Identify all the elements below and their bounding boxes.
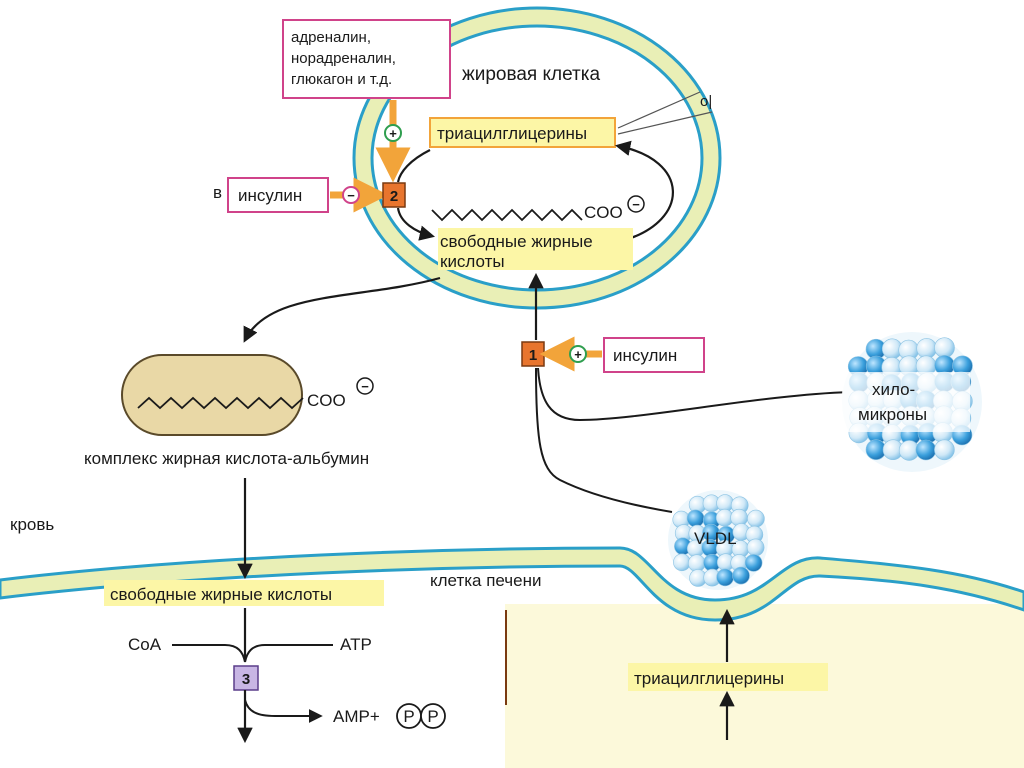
chylo-label-line2: микроны [858,405,927,424]
ffa-release-arrow [243,276,441,343]
lipoprotein-bead [747,509,765,528]
pointer-lines [617,91,713,135]
fat-cell-label: жировая клетка [462,64,600,85]
ffa-top-line1: свободные жирные [440,232,593,251]
enzyme-2-number: 2 [390,188,398,205]
amp-output-arrow [244,699,323,723]
plus-sign-insulin-text: + [574,347,582,362]
hormone-adrenaline: адреналин, [291,29,371,46]
lipoprotein-bead [716,568,734,587]
insulin-left-box [227,177,329,213]
chylomicron-to-enzyme1-line [537,367,851,422]
esterification-arrow [614,140,674,242]
lipolysis-arrow [396,149,431,183]
lipoprotein-bead [686,509,705,528]
blood-label: кровь [10,515,54,534]
enzyme-2-box [382,182,406,208]
albumin-complex-label: комплекс жирная кислота-альбумин [84,449,369,468]
fatty-acid-chain-top [431,208,583,222]
lipolysis-arrow-lower [396,207,435,241]
triacylglycerols-top-label: триацилглицерины [437,124,587,143]
plus-sign-hormones-text: + [389,126,397,141]
lipoprotein-bead [916,338,938,359]
lipoprotein-bead [934,337,955,359]
triacylglycerols-bottom-highlight [628,663,828,691]
minus-sign-insulin [342,186,360,204]
lipoprotein-bead [687,554,706,573]
amp-label: AMP+ [333,707,380,726]
coo-albumin-label: COO [307,391,346,410]
cut-label-left: в [213,183,222,202]
atp-label: ATP [340,635,372,654]
fatty-acid-chain-albumin [137,396,304,410]
charge-top-text: − [632,197,640,212]
pyrophosphate-p2: P [427,707,438,726]
chylo-label-bg [842,372,970,432]
lipoprotein-bead [673,553,691,572]
ffa-bottom-highlight [104,580,384,606]
hormone-noradrenaline: норадреналин, [291,50,396,67]
minus-sign-insulin-text: − [347,188,355,203]
atp-input-arc [244,644,333,663]
ffa-bottom-label: свободные жирные кислоты [110,585,332,604]
lipoprotein-bead [732,566,750,585]
enzyme-3-number: 3 [242,671,250,688]
liver-membrane [0,546,1024,622]
coa-input-arc [172,644,246,663]
triacylglycerols-top-box [429,117,616,148]
pyrophosphate-p1: P [403,707,414,726]
hormone-glucagon: глюкагон и т.д. [291,71,392,88]
lipoprotein-bead [934,439,955,461]
hormones-box [282,19,451,99]
charge-albumin-text: − [361,379,369,394]
ffa-top-line2: кислоты [440,252,505,271]
charge-albumin [356,377,374,395]
lipoprotein-bead [915,439,937,461]
vldl-to-enzyme1-line [535,367,673,513]
coa-label: CoA [128,635,162,654]
insulin-right-label: инсулин [613,346,677,365]
lipoprotein-bead [746,538,765,557]
insulin-left-label: инсулин [238,186,302,205]
vldl-label: VLDL [694,529,737,548]
albumin-complex-shape [121,354,303,436]
enzyme-1-number: 1 [529,347,537,364]
insulin-right-box [603,337,705,373]
plus-sign-insulin [569,345,587,363]
cut-label-right: о| [700,93,712,110]
charge-top [627,195,645,213]
lipoprotein-bead [744,554,763,572]
vldl-particle [668,490,768,590]
coo-top-label: COO [584,203,623,222]
triacylglycerols-bottom-label: триацилглицерины [634,669,784,688]
ffa-top-highlight [438,228,633,270]
liver-cell-label: клетка печени [430,571,542,590]
chylo-label-line1: хило- [872,380,915,399]
plus-sign-hormones [384,124,402,142]
pyrophosphate-p2-circle [420,703,446,729]
